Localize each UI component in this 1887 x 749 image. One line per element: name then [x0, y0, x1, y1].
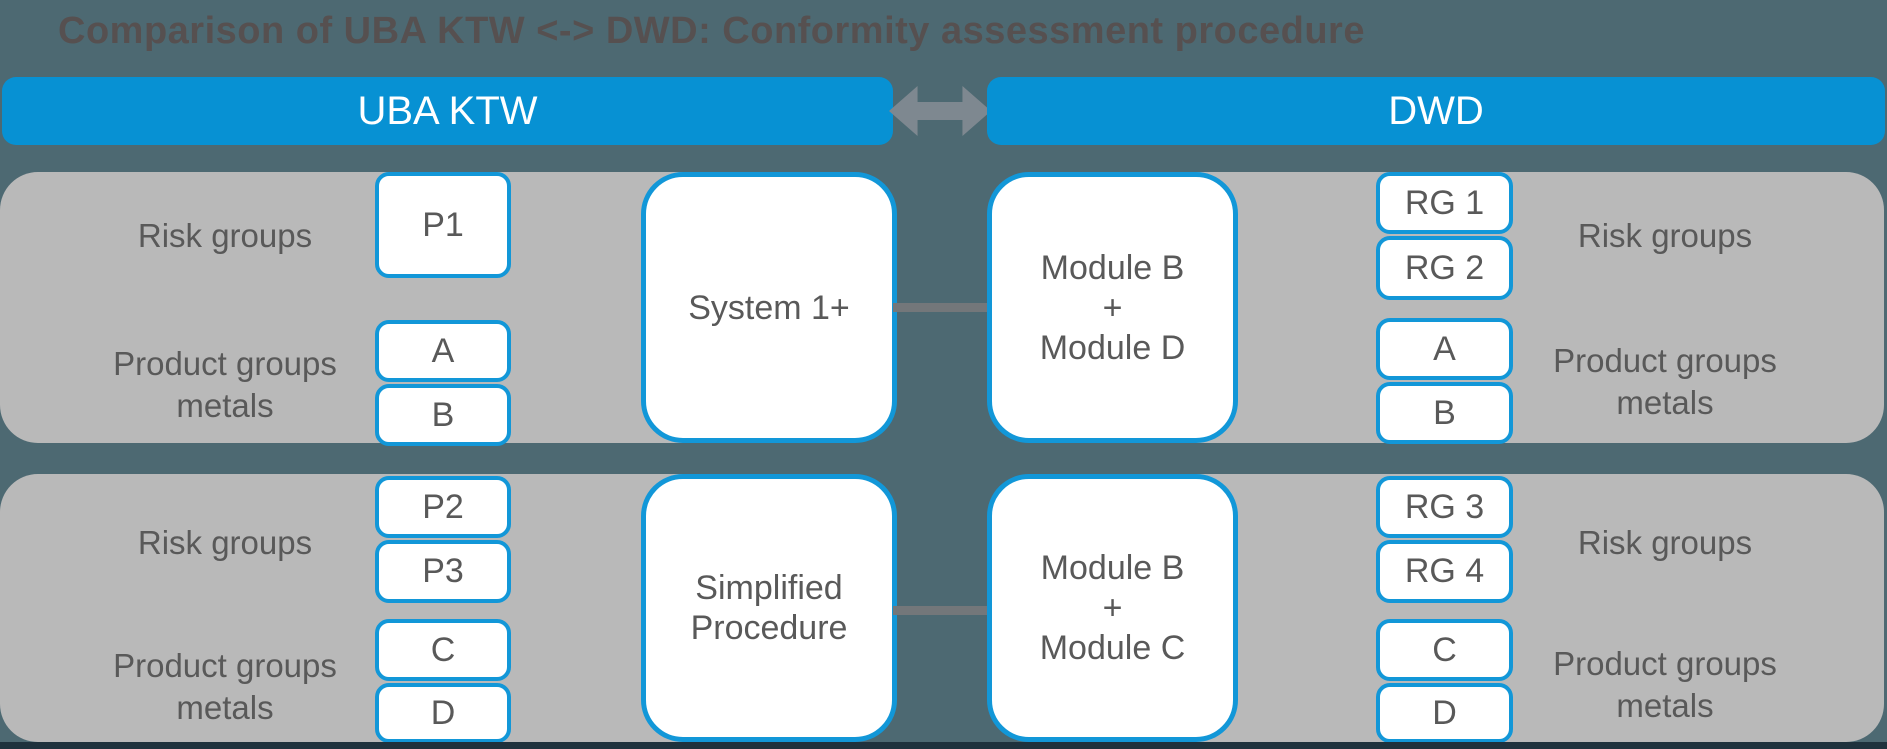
- box-d-label: D: [430, 693, 456, 732]
- product-groups-line: Product groups: [113, 345, 337, 382]
- box-d-right-row2: D: [1376, 683, 1513, 743]
- box-rg3: RG 3: [1376, 476, 1513, 538]
- metals-line: metals: [1616, 687, 1714, 724]
- header-label-dwd: DWD: [1388, 88, 1484, 133]
- plus-line: +: [1102, 288, 1123, 327]
- box-p3-label: P3: [422, 552, 464, 590]
- plus-line: +: [1102, 589, 1123, 627]
- module-d-line: Module D: [1039, 328, 1186, 367]
- module-c-line: Module C: [1039, 629, 1186, 667]
- box-a-label: A: [1433, 329, 1456, 368]
- product-groups-line: Product groups: [1553, 342, 1777, 379]
- metals-line: metals: [176, 387, 274, 424]
- row1-right-risk-groups-label: Risk groups: [1577, 217, 1753, 254]
- metals-line: metals: [176, 689, 274, 726]
- box-a-label: A: [431, 331, 455, 370]
- box-rg2: RG 2: [1376, 236, 1513, 300]
- header-bar-dwd: DWD: [987, 77, 1885, 145]
- box-rg1: RG 1: [1376, 172, 1513, 234]
- product-groups-line: Product groups: [113, 647, 337, 684]
- box-rg4: RG 4: [1376, 540, 1513, 603]
- box-b-label: B: [431, 395, 455, 434]
- row2-left-product-groups-label: Product groups metals: [35, 645, 415, 729]
- box-p2: P2: [375, 476, 511, 538]
- box-p1: P1: [375, 172, 511, 278]
- row2-right-product-groups-label: Product groups metals: [1475, 643, 1855, 727]
- box-rg3-label: RG 3: [1404, 487, 1485, 526]
- box-c-left-row2: C: [375, 619, 511, 681]
- metals-line: metals: [1616, 384, 1714, 421]
- system-1plus-box: System 1+: [641, 172, 897, 443]
- box-a-left-row1: A: [375, 320, 511, 382]
- box-p2-label: P2: [422, 487, 464, 526]
- page-title: Comparison of UBA KTW <-> DWD: Conformit…: [58, 10, 1365, 52]
- module-b-plus-d-box: Module B + Module D: [987, 172, 1238, 443]
- header-bar-uba-ktw: UBA KTW: [2, 77, 893, 145]
- box-a-right-row1: A: [1376, 318, 1513, 380]
- box-b-right-row1: B: [1376, 382, 1513, 444]
- row2-right-risk-groups-label: Risk groups: [1577, 524, 1753, 561]
- product-groups-line: Product groups: [1553, 645, 1777, 682]
- module-b-line: Module B: [1040, 248, 1185, 287]
- procedure-line: Procedure: [690, 609, 848, 647]
- box-c-label: C: [1432, 630, 1457, 669]
- box-b-label: B: [1433, 393, 1456, 432]
- header-label-uba-ktw: UBA KTW: [357, 88, 538, 133]
- row2-connector-line: [893, 606, 989, 615]
- row1-left-product-groups-label: Product groups metals: [35, 343, 415, 427]
- row1-connector-line: [893, 303, 989, 312]
- box-c-label: C: [430, 630, 456, 669]
- system-1plus-label: System 1+: [688, 288, 850, 327]
- row2-left-risk-groups-label: Risk groups: [137, 524, 313, 561]
- simplified-procedure-box: Simplified Procedure: [641, 474, 897, 742]
- box-rg1-label: RG 1: [1404, 183, 1485, 222]
- box-p3: P3: [375, 540, 511, 603]
- box-rg4-label: RG 4: [1404, 552, 1485, 590]
- box-c-right-row2: C: [1376, 619, 1513, 681]
- row1-left-risk-groups-label: Risk groups: [137, 217, 313, 254]
- box-b-left-row1: B: [375, 384, 511, 446]
- simplified-line: Simplified: [695, 569, 843, 607]
- box-d-label: D: [1432, 693, 1457, 732]
- box-p1-label: P1: [422, 205, 464, 244]
- bottom-edge-strip: [0, 742, 1887, 749]
- row1-right-product-groups-label: Product groups metals: [1475, 340, 1855, 424]
- box-rg2-label: RG 2: [1404, 248, 1485, 287]
- module-b-plus-c-box: Module B + Module C: [987, 474, 1238, 742]
- double-arrow-icon: [889, 86, 991, 136]
- module-b-line: Module B: [1040, 549, 1185, 587]
- box-d-left-row2: D: [375, 683, 511, 743]
